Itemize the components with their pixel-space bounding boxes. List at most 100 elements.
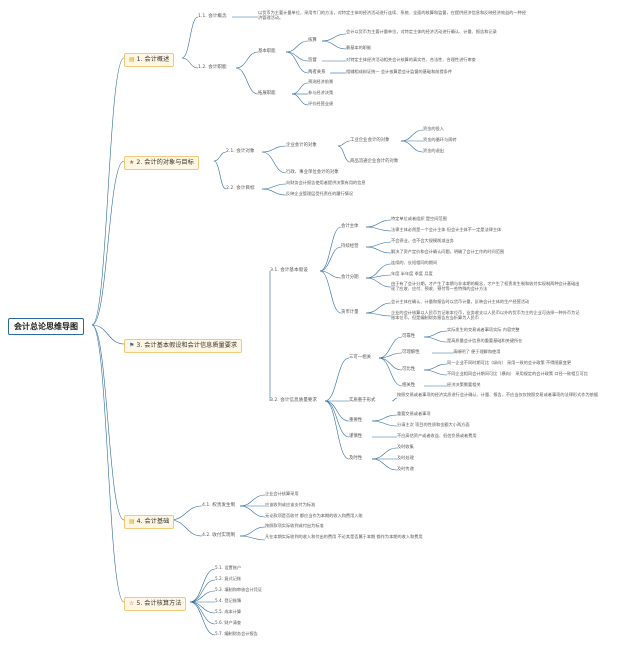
node-2-2[interactable]: 2.2. 会计目标 xyxy=(226,186,255,191)
method-item[interactable]: 5.3. 填制和审核会计凭证 xyxy=(215,587,263,592)
method-item[interactable]: 5.4. 登记账簿 xyxy=(215,598,242,603)
connector-line xyxy=(189,568,216,603)
note-icon: ▤ xyxy=(129,56,135,63)
connector-line xyxy=(189,601,216,636)
node-jishi[interactable]: 及时性 xyxy=(349,456,363,461)
leaf-zhongyao-2: 分清主次 项目的性质和金额大小两方面 xyxy=(397,422,470,427)
connector-line xyxy=(423,363,448,371)
node-3-1[interactable]: 3.1. 会计基本假设 xyxy=(270,268,308,273)
node-expand-function[interactable]: 拓展职能 xyxy=(258,91,276,96)
node-xiangguan[interactable]: 相关性 xyxy=(402,383,416,388)
node-kebi[interactable]: 可比性 xyxy=(402,367,416,372)
connector-line xyxy=(91,324,125,345)
method-item[interactable]: 5.6. 财产清查 xyxy=(215,620,242,625)
leaf-fenqi-1: 连续的、长短相同的期间 xyxy=(391,260,438,265)
node-fenqi[interactable]: 会计分期 xyxy=(341,275,359,280)
leaf-chixu-2: 解决了资产定价和会计确认问题，明确了会计工作的时间范围 xyxy=(391,249,505,254)
connector-line xyxy=(337,145,351,163)
method-item[interactable]: 5.5. 成本计算 xyxy=(215,609,242,614)
node-zhongyao[interactable]: 重要性 xyxy=(349,418,363,423)
node-jiandu[interactable]: 监督 xyxy=(308,58,317,63)
connector-line xyxy=(365,241,392,248)
node-1-2[interactable]: 1.2. 会计职能 xyxy=(198,65,227,70)
method-item[interactable]: 5.1. 设置账户 xyxy=(215,565,242,570)
leaf-huobi-2: 企业的会计核算以人民币为记账本位币，业务收支以人民币以外的货币为主的企业可选择一… xyxy=(391,310,580,320)
node-chixu[interactable]: 持续经营 xyxy=(341,244,359,249)
section-3-node[interactable]: ⚑3. 会计基本假设和会计信息质量要求 xyxy=(124,339,243,353)
section-4-label: 4. 会计基础 xyxy=(136,518,170,525)
method-item[interactable]: 5.7. 编制财务会计报告 xyxy=(215,631,258,636)
leaf-kekao-2: 是高质量会计信息的重要基础和关键所在 xyxy=(447,338,523,343)
node-1-1[interactable]: 1.1. 会计概念 xyxy=(198,14,227,19)
connector-line xyxy=(213,151,227,162)
section-1-label: 1. 会计概述 xyxy=(136,56,170,63)
connector-line xyxy=(365,219,392,228)
connector-line xyxy=(235,67,259,95)
method-item[interactable]: 5.2. 复式记账 xyxy=(215,576,242,581)
connector-line xyxy=(365,312,392,317)
node-relation[interactable]: 两者关系 xyxy=(308,70,326,75)
node-zhuti[interactable]: 会计主体 xyxy=(341,224,359,229)
section-4-node[interactable]: ▤4. 会计基础 xyxy=(124,515,175,529)
connector-line xyxy=(181,16,199,59)
node-enterprise-object[interactable]: 企业会计的对象 xyxy=(286,143,317,148)
node-huobi[interactable]: 货币计量 xyxy=(341,310,359,315)
connector-line xyxy=(324,400,350,460)
leaf-expand-2: 参与经济决策 xyxy=(308,90,334,95)
connector-line xyxy=(378,357,403,387)
connector-line xyxy=(291,82,309,95)
connector-line xyxy=(365,277,392,288)
connector-line xyxy=(189,590,216,603)
star-icon: ★ xyxy=(129,159,135,166)
leaf-kebi-1: 同一企业不同时期可比（纵向） 采用一致的会计政策 不得随意变更 xyxy=(447,360,572,365)
connector-line xyxy=(371,458,398,471)
note-icon: ▤ xyxy=(129,518,135,525)
node-sanke[interactable]: 三可一相关 xyxy=(349,355,371,360)
node-jinshen[interactable]: 谨慎性 xyxy=(349,434,363,439)
section-5-node[interactable]: ☆5. 会计核算方法 xyxy=(124,597,187,611)
leaf-expand-1: 预测经济前景 xyxy=(308,79,334,84)
connector-line xyxy=(169,519,203,537)
connector-line xyxy=(324,357,350,402)
leaf-jiandu: 对特定主体经济活动相关会计核算的真实性、合法性、合理性进行审查 xyxy=(346,57,476,62)
node-4-2[interactable]: 4.2. 收付实现制 xyxy=(202,533,236,538)
node-commerce-object[interactable]: 商品流通企业会计的对象 xyxy=(350,159,399,164)
connector-line xyxy=(423,330,448,338)
connector-line xyxy=(261,151,287,174)
node-admin-object[interactable]: 行政、事业单位会计的对象 xyxy=(286,170,339,175)
connector-line xyxy=(319,226,342,272)
connector-line xyxy=(371,447,398,460)
node-kekao[interactable]: 可靠性 xyxy=(402,334,416,339)
leaf-cash-2: 凡在本期实际收到的收入和付出的费用 不论其是否属于本期 都作为本期的收入和费用 xyxy=(265,534,423,539)
leaf-hesuan-1: 会计以货币为主要计量单位，对特定主体的经济活动进行确认、计量、报告和记录 xyxy=(346,29,497,34)
connector-line xyxy=(91,160,125,326)
connector-line xyxy=(378,357,403,371)
leaf-accrual-3: 无论款项是否收付 都应当作为本期的收入和费用入账 xyxy=(265,513,363,518)
root-node[interactable]: 会计总论思维导图 xyxy=(8,318,84,336)
leaf-industrial-3: 资金的退出 xyxy=(423,148,444,153)
node-kelijie[interactable]: 可理解性 xyxy=(402,350,420,355)
section-2-node[interactable]: ★2. 会计的对象与目标 xyxy=(124,156,199,170)
node-hesuan[interactable]: 核算 xyxy=(308,38,317,43)
node-basic-function[interactable]: 基本职能 xyxy=(258,49,276,54)
connector-line xyxy=(285,51,309,62)
node-shizhi[interactable]: 实质重于形式 xyxy=(349,398,376,403)
connector-line xyxy=(91,324,125,521)
connector-line xyxy=(319,270,342,279)
leaf-relation: 相辅相成辩证统一 会计核算是会计监督的基础和前提条件 xyxy=(346,69,453,74)
node-2-1[interactable]: 2.1. 会计对象 xyxy=(226,149,255,154)
node-4-1[interactable]: 4.1. 权责发生制 xyxy=(202,503,236,508)
connector-line xyxy=(239,505,266,518)
connector-line xyxy=(91,57,125,326)
leaf-fenqi-2: 年度 半年度 季度 月度 xyxy=(391,271,433,276)
node-industrial-object[interactable]: 工业企业会计的对象 xyxy=(350,138,390,143)
connector-line xyxy=(371,414,398,422)
leaf-zhongyao-1: 重要交易或者事项 xyxy=(397,411,431,416)
section-1-node[interactable]: ▤1. 会计概述 xyxy=(124,53,175,67)
leaf-jishi-2: 及时处理 xyxy=(397,455,414,460)
connector-line xyxy=(365,226,392,232)
leaf-zhuti-2: 法律主体必然是一个会计主体 但会计主体不一定是法律主体 xyxy=(391,227,502,232)
node-3-2[interactable]: 3.2. 会计信息质量要求 xyxy=(270,398,317,403)
connector-line xyxy=(423,369,448,376)
